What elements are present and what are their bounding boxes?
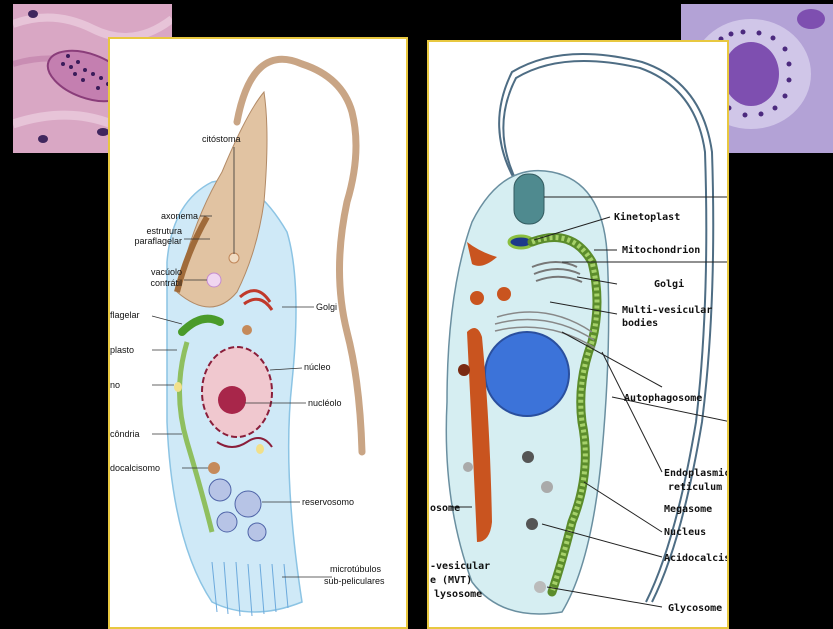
label-bodies: bodies xyxy=(622,317,658,329)
label-estrutura: estrutura xyxy=(146,226,182,236)
label-condria: côndria xyxy=(110,429,140,439)
label-nucleus: Nucleus xyxy=(664,527,706,538)
label-nucleo: núcleo xyxy=(304,362,331,372)
label-golgi-right: Golgi xyxy=(654,278,684,290)
label-vacuolo: vacúolo xyxy=(151,267,182,277)
leishmania-diagram-panel: Kinetoplast Mitochondrion Golgi Multi-ve… xyxy=(427,40,729,629)
label-megasome: Megasome xyxy=(664,504,712,515)
label-subpeliculares: sub-peliculares xyxy=(324,576,385,586)
label-flagelar: flagelar xyxy=(110,310,140,320)
label-citostoma: citóstoma xyxy=(202,134,241,144)
label-glycosome: Glycosome xyxy=(668,603,722,614)
label-mitochondrion: Mitochondrion xyxy=(622,244,700,256)
label-mvt: e (MVT) xyxy=(430,575,472,586)
label-multi-vesicular: Multi-vesicular xyxy=(622,304,712,316)
label-contratil: contrátil xyxy=(150,278,182,288)
label-docalcisomo: docalcisomo xyxy=(110,463,160,473)
label-reservosomo: reservosomo xyxy=(302,497,354,507)
label-autophagosome: Autophagosome xyxy=(624,393,702,404)
trypanosome-diagram-panel: citóstoma axonema estrutura paraflagelar… xyxy=(108,37,408,629)
label-no: no xyxy=(110,380,120,390)
label-osome: osome xyxy=(430,503,460,514)
label-kinetoplast: Kinetoplast xyxy=(614,211,680,223)
label-microtubulos: microtúbulos xyxy=(330,564,382,574)
label-golgi: Golgi xyxy=(316,302,337,312)
label-endoplasmic: Endoplasmic xyxy=(664,467,729,479)
label-reticulum: reticulum xyxy=(668,481,722,493)
label-lysosome: lysosome xyxy=(434,589,482,600)
label-acidocalcisome: Acidocalcis xyxy=(664,552,729,564)
label-plasto: plasto xyxy=(110,345,134,355)
label-vesicular: -vesicular xyxy=(430,560,490,572)
label-paraflagelar: paraflagelar xyxy=(134,236,182,246)
label-nucleolo: nucléolo xyxy=(308,398,342,408)
label-axonema: axonema xyxy=(161,211,198,221)
